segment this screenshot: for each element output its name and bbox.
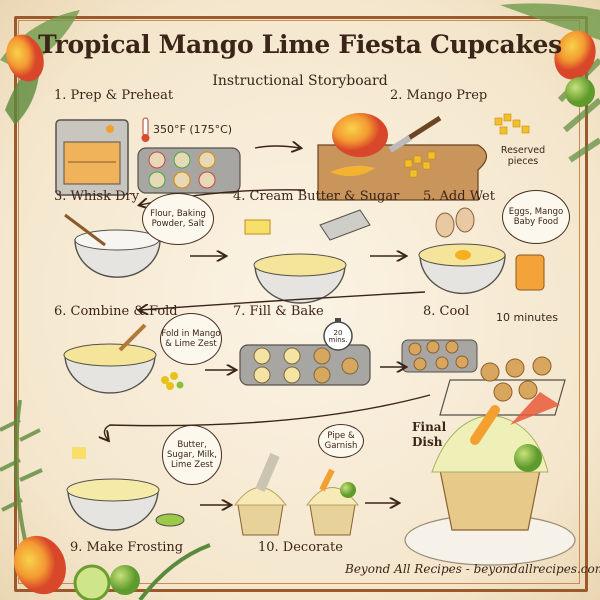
step-8-label: 8. Cool	[423, 304, 470, 319]
step-4-label: 4. Cream Butter & Sugar	[233, 189, 400, 204]
arrow-5-6	[140, 291, 426, 310]
cooling-rack-cupcakes	[401, 339, 566, 416]
final-dish-cupcake	[404, 392, 576, 566]
fold-in-bubble: Fold in Mango & Lime Zest	[160, 313, 222, 365]
reserved-pieces-note: Reserved pieces	[500, 145, 546, 167]
pipe-garnish-bubble: Pipe & Garnish	[318, 424, 364, 458]
step-6-label: 6. Combine & Fold	[54, 304, 178, 319]
wet-ingredients-bubble: Eggs, Mango Baby Food	[502, 190, 570, 244]
page-subtitle: Instructional Storyboard	[212, 73, 388, 89]
oven-illustration	[55, 119, 129, 196]
border-frame	[14, 16, 588, 592]
fold-bowl	[63, 323, 184, 394]
step-1-label: 1. Prep & Preheat	[54, 88, 174, 103]
reserved-mango-pieces	[494, 113, 530, 135]
arrow-8-9	[104, 394, 431, 440]
frosting-ingredients-bubble: Butter, Sugar, Milk, Lime Zest	[162, 425, 222, 485]
decorate-cupcakes	[234, 453, 359, 536]
timer-icon	[323, 318, 353, 351]
arrow-1-2	[254, 146, 300, 148]
step-9-label: 9. Make Frosting	[70, 540, 184, 555]
cutting-board-mango	[317, 113, 530, 201]
step-2-label: 2. Mango Prep	[390, 88, 488, 103]
inner-border	[18, 20, 580, 584]
step-10-label: 10. Decorate	[258, 540, 343, 555]
top-right-mango-lime-decoration	[500, 3, 600, 163]
bake-time: 20 mins.	[328, 329, 348, 344]
add-wet-bowl	[418, 207, 545, 295]
footer-credit: Beyond All Recipes - beyondallrecipes.co…	[345, 562, 600, 576]
bottom-left-tropical-decoration	[0, 399, 211, 600]
step-3-label: 3. Whisk Dry	[54, 189, 140, 204]
top-left-mango-decoration	[0, 10, 80, 125]
whisk-dry-bowl	[64, 213, 161, 278]
muffin-tin-with-liners	[137, 147, 241, 194]
thermometer-icon	[141, 117, 150, 142]
frosting-bowl	[66, 447, 185, 531]
dry-ingredients-bubble: Flour, Baking Powder, Salt	[142, 193, 214, 245]
oven-temperature: 350°F (175°C)	[153, 123, 233, 136]
fill-bake-tin	[239, 344, 371, 386]
step-7-label: 7. Fill & Bake	[233, 304, 324, 319]
cool-time: 10 minutes	[496, 311, 559, 324]
page-title: Tropical Mango Lime Fiesta Cupcakes	[38, 30, 562, 59]
final-dish-label: Final Dish	[412, 420, 447, 449]
step-5-label: 5. Add Wet	[423, 189, 495, 204]
cream-butter-bowl	[244, 209, 371, 304]
